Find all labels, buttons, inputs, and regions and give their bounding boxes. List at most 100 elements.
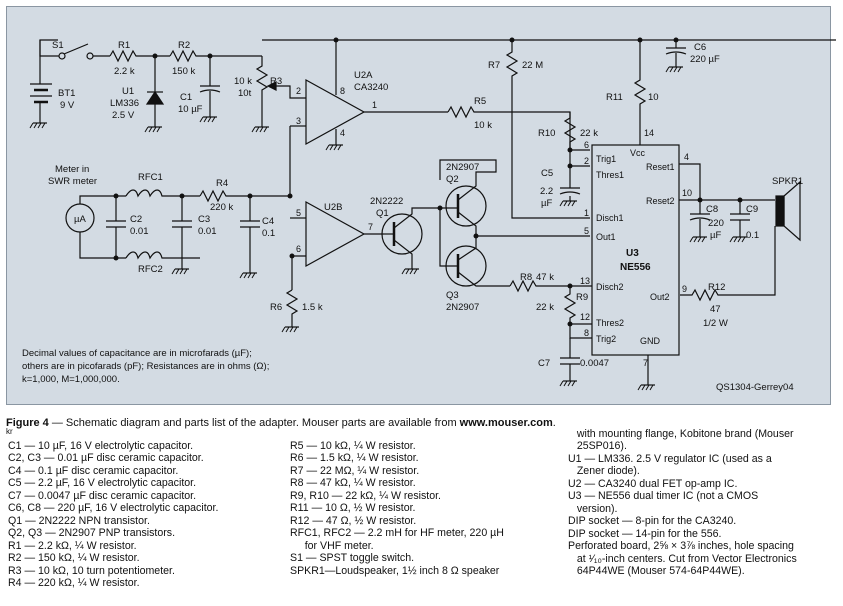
label-u3: U3: [626, 248, 639, 259]
parts-item: R2 — 150 kΩ, ¼ W resistor.: [8, 552, 140, 565]
parts-item: version).: [568, 502, 618, 515]
pin-number: 10: [682, 188, 692, 198]
parts-item: Q2, Q3 — 2N2907 PNP transistors.: [8, 527, 176, 540]
label-meter-line1: Meter in: [55, 164, 89, 175]
label-r9-value: 22 k: [536, 302, 554, 313]
pin-number: 3: [296, 116, 301, 126]
note-line: k=1,000, M=1,000,000.: [22, 374, 120, 385]
parts-item: C6, C8 — 220 µF, 16 V electrolytic capac…: [8, 502, 219, 515]
label-meter-unit: µA: [74, 214, 86, 225]
label-u2a: U2A: [354, 70, 373, 81]
label-c3: C3: [198, 214, 210, 225]
pin-number: 5: [296, 208, 301, 218]
parts-item: S1 — SPST toggle switch.: [290, 552, 415, 565]
note-line: others are in picofarads (pF); Resistanc…: [22, 361, 270, 372]
label-c3-value: 0.01: [198, 226, 217, 237]
parts-item: 64P44WE (Mouser 574-64P44WE).: [568, 564, 745, 577]
label-u1: U1: [122, 86, 134, 97]
note-line: Decimal values of capacitance are in mic…: [22, 348, 252, 359]
label-c4: C4: [262, 216, 274, 227]
parts-item: RFC1, RFC2 — 2.2 mH for HF meter, 220 µH: [290, 527, 504, 540]
label-q1-part: 2N2222: [370, 196, 403, 207]
pin-number: 4: [340, 128, 345, 138]
label-r3: R3: [270, 76, 282, 87]
parts-item: Q1 — 2N2222 NPN transistor.: [8, 514, 150, 527]
parts-item: R1 — 2.2 kΩ, ¼ W resistor.: [8, 539, 137, 552]
parts-item: C1 — 10 µF, 16 V electrolytic capacitor.: [8, 440, 194, 452]
label-c9: C9: [746, 204, 758, 215]
label-q2: Q2: [446, 174, 459, 185]
label-r3-turns: 10t: [238, 88, 252, 99]
label-rfc1: RFC1: [138, 172, 163, 183]
label-r7-value: 22 M: [522, 60, 543, 71]
parts-item: R7 — 22 MΩ, ¼ W resistor.: [290, 464, 420, 477]
pin-number: 6: [584, 140, 589, 150]
parts-item: C7 — 0.0047 µF disc ceramic capacitor.: [8, 489, 197, 502]
label-u1-part: LM336: [110, 98, 139, 109]
label-u2b: U2B: [324, 202, 342, 213]
label-c1-value: 10 µF: [178, 104, 203, 115]
parts-item: Zener diode).: [568, 465, 640, 478]
caption-link[interactable]: www.mouser.com: [459, 417, 553, 429]
parts-list-col1: C1 — 10 µF, 16 V electrolytic capacitor.…: [8, 440, 218, 589]
label-r5: R5: [474, 96, 486, 107]
parts-item: for VHF meter.: [290, 539, 374, 552]
label-r8-value: 47 k: [536, 272, 554, 283]
pin-number: 2: [296, 86, 301, 96]
pin-number: 8: [584, 328, 589, 338]
label-spkr1: SPKR1: [772, 176, 803, 187]
label-q3: Q3: [446, 290, 459, 301]
parts-item: with mounting flange, Kobitone brand (Mo…: [568, 428, 794, 440]
pin-disch1: Disch1: [596, 213, 624, 223]
figure-number: Figure 4: [6, 417, 49, 429]
label-c4-value: 0.1: [262, 228, 275, 239]
pin-number: 5: [584, 226, 589, 236]
label-r9: R9: [576, 292, 588, 303]
parts-item: U2 — CA3240 dual FET op-amp IC.: [568, 477, 738, 490]
label-r4-value: 220 k: [210, 202, 233, 213]
parts-list-col3: with mounting flange, Kobitone brand (Mo…: [568, 428, 797, 577]
pin-trig1: Trig1: [596, 154, 616, 164]
pin-number: 6: [296, 244, 301, 254]
parts-item: R5 — 10 kΩ, ¼ W resistor.: [290, 440, 416, 452]
parts-item: R3 — 10 kΩ, 10 turn potentiometer.: [8, 564, 175, 577]
label-r12-value: 47: [710, 304, 721, 315]
parts-item: C2, C3 — 0.01 µF disc ceramic capacitor.: [8, 452, 204, 465]
pin-number: 1: [372, 100, 377, 110]
label-r10-value: 22 k: [580, 128, 598, 139]
label-r7: R7: [488, 60, 500, 71]
pin-gnd: GND: [640, 336, 661, 346]
label-r10: R10: [538, 128, 555, 139]
label-r1: R1: [118, 40, 130, 51]
parts-item: R12 — 47 Ω, ½ W resistor.: [290, 514, 417, 527]
label-r1-value: 2.2 k: [114, 66, 135, 77]
pin-number: 12: [580, 312, 590, 322]
pin-number: 8: [340, 86, 345, 96]
label-c1: C1: [180, 92, 192, 103]
label-c9-value: 0.1: [746, 230, 759, 241]
label-c6-value: 220 µF: [690, 54, 720, 65]
pin-vcc: Vcc: [630, 148, 646, 158]
label-r8: R8: [520, 272, 532, 283]
parts-item: R11 — 10 Ω, ½ W resistor.: [290, 502, 416, 515]
label-r4: R4: [216, 178, 228, 189]
label-bt1: BT1: [58, 88, 75, 99]
pin-thres1: Thres1: [596, 170, 624, 180]
label-r2: R2: [178, 40, 190, 51]
label-r11: R11: [606, 92, 623, 103]
pin-reset1: Reset1: [646, 162, 675, 172]
schematic-diagram: S1 R1 2.2 k R2 150 k BT1 9 V U1 LM336 2.…: [29, 37, 836, 393]
label-u1-value: 2.5 V: [112, 110, 135, 121]
parts-item: R4 — 220 kΩ, ¼ W resistor.: [8, 576, 140, 589]
label-r2-value: 150 k: [172, 66, 195, 77]
caption-tail: kr: [6, 427, 13, 436]
label-c8-unit: µF: [710, 230, 721, 241]
label-r11-value: 10: [648, 92, 659, 103]
pin-number: 7: [368, 222, 373, 232]
label-u2a-part: CA3240: [354, 82, 388, 93]
caption-text: — Schematic diagram and parts list of th…: [48, 417, 460, 429]
parts-item: R9, R10 — 22 kΩ, ¼ W resistor.: [290, 489, 441, 502]
pin-reset2: Reset2: [646, 196, 675, 206]
label-c6: C6: [694, 42, 706, 53]
label-r6: R6: [270, 302, 282, 313]
